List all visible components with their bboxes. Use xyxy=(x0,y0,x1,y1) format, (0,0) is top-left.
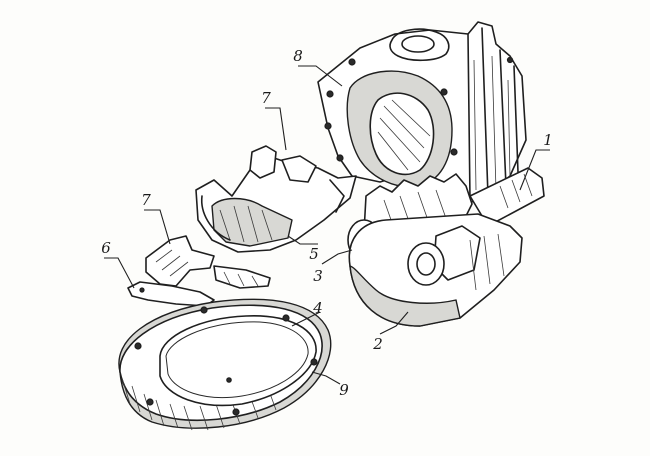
cover-bolt-hole xyxy=(282,314,290,322)
housing-bolt-hole xyxy=(336,154,344,162)
leader-lines xyxy=(104,65,550,385)
callout-7-lower: 7 xyxy=(141,191,151,209)
cover-bolt-hole xyxy=(310,358,318,366)
leader-8 xyxy=(298,65,343,87)
callout-6: 6 xyxy=(101,239,111,257)
callout-8: 8 xyxy=(293,47,303,65)
leader-5 xyxy=(287,235,318,245)
callout-4: 4 xyxy=(313,299,323,317)
leader-9 xyxy=(311,371,341,385)
plate-hole xyxy=(139,287,145,293)
housing-bolt-hole xyxy=(348,58,356,66)
thin-plate xyxy=(127,281,215,307)
leader-7-upper xyxy=(265,107,287,151)
housing-bolt-hole xyxy=(324,122,332,130)
callout-2: 2 xyxy=(373,335,383,353)
housing-bolt-hole xyxy=(440,88,448,96)
housing-top-port xyxy=(401,35,435,53)
cover-bolt-hole xyxy=(232,408,240,416)
cover-center-mark xyxy=(226,377,232,383)
bearing-block-pair xyxy=(195,145,357,253)
cover-and-gasket xyxy=(118,298,332,431)
housing-bolt-hole xyxy=(326,90,334,98)
cover-bolt-hole xyxy=(134,342,142,350)
small-bearing-plate xyxy=(145,235,271,289)
callout-5: 5 xyxy=(309,245,319,263)
cover-bolt-hole xyxy=(146,398,154,406)
callout-7-upper: 7 xyxy=(261,89,271,107)
pump-housing xyxy=(317,21,527,207)
leader-6 xyxy=(104,257,135,289)
callout-3: 3 xyxy=(313,267,323,285)
leader-2 xyxy=(379,311,409,335)
leader-4 xyxy=(291,311,321,327)
leader-3 xyxy=(321,249,353,265)
leader-7-lower xyxy=(144,209,171,245)
housing-bolt-hole xyxy=(506,56,514,64)
callout-9: 9 xyxy=(339,381,349,399)
callout-1: 1 xyxy=(543,131,553,149)
leader-1 xyxy=(519,149,550,191)
cover-bolt-hole xyxy=(200,306,208,314)
driven-gear-block xyxy=(348,213,523,327)
housing-bolt-hole xyxy=(450,148,458,156)
